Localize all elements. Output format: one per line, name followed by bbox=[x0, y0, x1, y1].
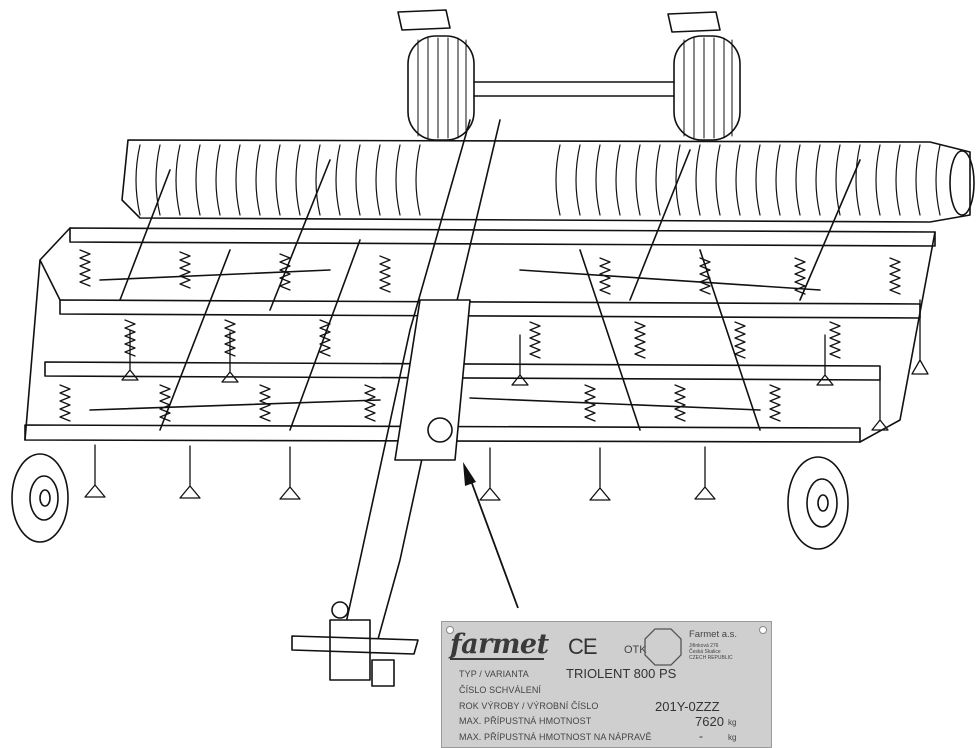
hitch-eye bbox=[331, 601, 349, 619]
roller-end bbox=[949, 150, 975, 216]
plate-screw-tl bbox=[446, 626, 454, 634]
label-max-axle-weight: MAX. PŘÍPUSTNÁ HMOTNOST NA NÁPRAVĚ bbox=[459, 732, 652, 742]
otk-label: OTK bbox=[624, 644, 647, 656]
company-name: Farmet a.s. bbox=[689, 629, 738, 640]
type-plate: farmet CE OTK Farmet a.s. Jiřinková 276 … bbox=[441, 621, 772, 748]
frame-braces bbox=[89, 149, 861, 431]
roller-rings bbox=[135, 144, 941, 216]
hitch bbox=[291, 619, 419, 687]
drawbar-plate bbox=[394, 299, 471, 461]
front-wheel-left bbox=[11, 453, 69, 543]
plate-screw-tr bbox=[759, 626, 767, 634]
label-max-weight: MAX. PŘÍPUSTNÁ HMOTNOST bbox=[459, 716, 592, 726]
frame-side-left bbox=[24, 227, 71, 441]
front-wheel-right bbox=[787, 456, 849, 550]
otk-octagon-icon bbox=[644, 628, 682, 666]
farmet-logo: farmet bbox=[450, 629, 549, 660]
max-axle-weight-unit: kg bbox=[728, 733, 737, 742]
transport-wheel-right bbox=[667, 11, 741, 141]
ce-mark: CE bbox=[568, 634, 598, 659]
label-type: TYP / VARIANTA bbox=[459, 669, 529, 679]
frame-side-right bbox=[859, 231, 936, 443]
max-weight-value: 7620 bbox=[695, 714, 724, 729]
label-year-serial: ROK VÝROBY / VÝROBNÍ ČÍSLO bbox=[459, 701, 599, 711]
serial-value: 201Y-0ZZZ bbox=[655, 699, 720, 714]
company-address-line: Česká Skalice bbox=[689, 649, 721, 655]
frame-beam-1 bbox=[69, 227, 936, 247]
max-axle-weight-value: - bbox=[699, 729, 703, 743]
company-address-line: Jiřinková 276 bbox=[689, 643, 719, 649]
springs bbox=[59, 249, 901, 422]
tines bbox=[84, 299, 929, 501]
max-weight-unit: kg bbox=[728, 718, 737, 727]
logo-underline bbox=[450, 658, 544, 660]
transport-wheel-left bbox=[397, 9, 475, 141]
company-address-line: CZECH REPUBLIC bbox=[689, 655, 733, 661]
rear-roller bbox=[121, 139, 971, 223]
model-value: TRIOLENT 800 PS bbox=[566, 666, 677, 681]
wheel-axle bbox=[473, 81, 675, 97]
label-approval-number: ČÍSLO SCHVÁLENÍ bbox=[459, 685, 542, 695]
